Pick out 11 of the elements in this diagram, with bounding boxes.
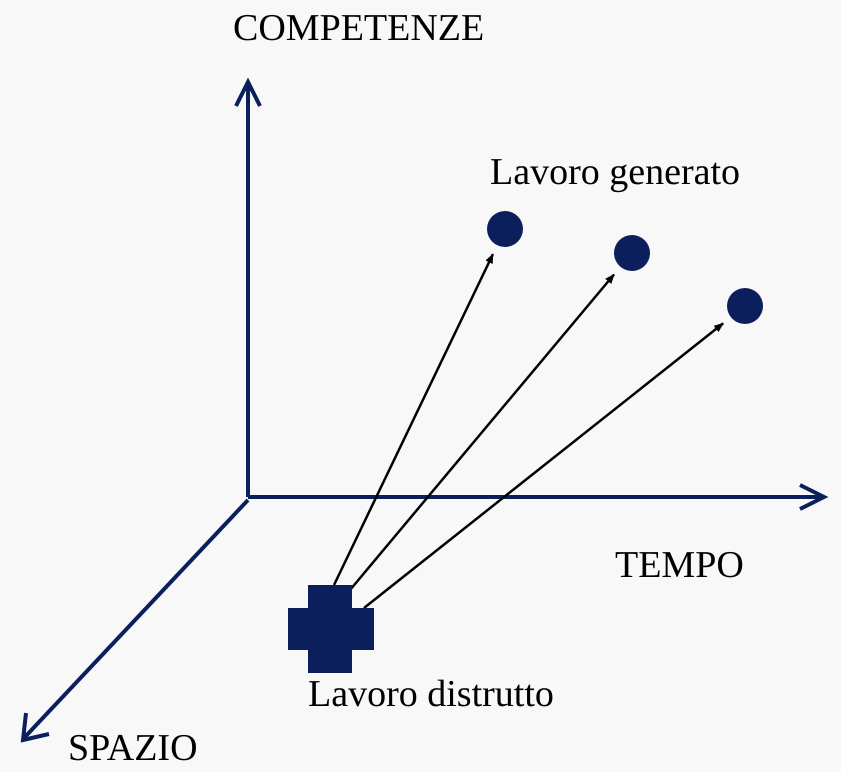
arrow (332, 253, 494, 586)
arrow (363, 322, 724, 609)
dot-marker (727, 288, 763, 324)
node-caption: Lavoro distrutto (308, 674, 554, 716)
axis-label: TEMPO (615, 545, 744, 587)
point-label: Lavoro generato (490, 152, 740, 194)
axis-label: SPAZIO (68, 728, 198, 770)
dot-marker (614, 235, 650, 271)
axis-label: COMPETENZE (233, 8, 484, 50)
cross-marker (288, 585, 374, 673)
dot-marker (487, 211, 523, 247)
